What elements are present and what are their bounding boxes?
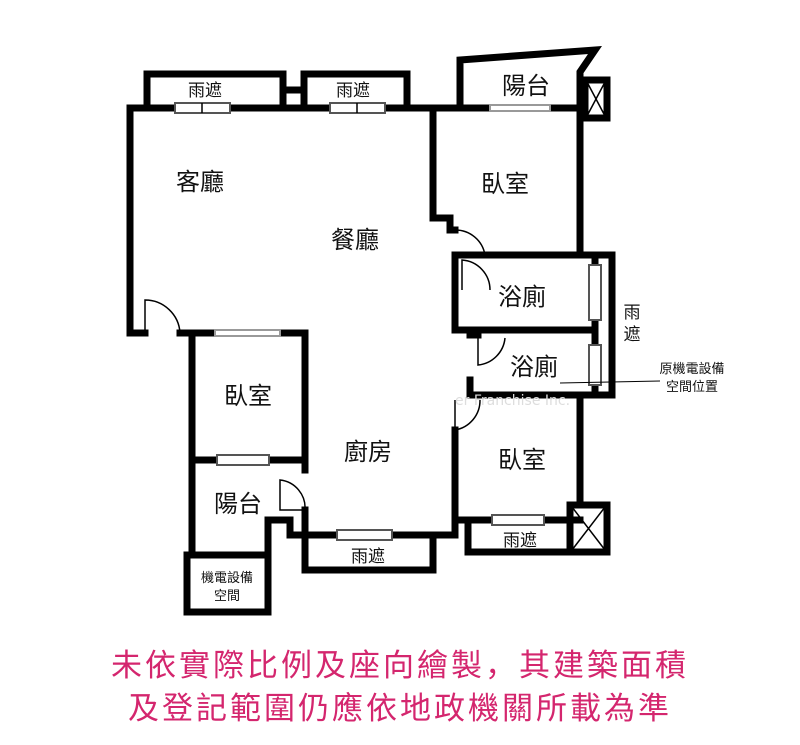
annotation-line2: 空間位置: [666, 380, 718, 395]
canopy-1: 雨遮: [188, 81, 222, 101]
room-bath-2: 浴廁: [510, 353, 558, 381]
canopy-kitchen: 雨遮: [351, 547, 385, 567]
mech-space-1: 機電設備: [201, 570, 253, 586]
doors: [144, 229, 506, 511]
floor-plan: er Franchise Inc. 客廳 餐廳 臥室 浴廁 浴廁 臥室 廚房 臥…: [126, 45, 725, 616]
canopy-2: 雨遮: [336, 81, 370, 101]
walls: [126, 45, 616, 616]
room-dining: 餐廳: [331, 226, 379, 254]
annotation-leader: [559, 380, 661, 384]
canopy-se: 雨遮: [503, 531, 537, 551]
room-living: 客廳: [176, 168, 224, 196]
canopy-east-2: 遮: [624, 325, 641, 345]
room-bedroom-ne: 臥室: [481, 170, 529, 198]
canopy-east-1: 雨: [624, 303, 641, 323]
room-kitchen: 廚房: [344, 438, 392, 466]
room-balcony-n: 陽台: [502, 72, 550, 100]
annotation-line1: 原機電設備: [659, 361, 724, 377]
disclaimer-line2: 及登記範圍仍應依地政機關所載為準: [128, 691, 672, 727]
watermark: er Franchise Inc.: [455, 393, 570, 409]
disclaimer-line1: 未依實際比例及座向繪製，其建築面積: [111, 648, 689, 684]
room-bedroom-w: 臥室: [224, 382, 272, 410]
mech-space-2: 空間: [214, 589, 240, 604]
windows: [174, 81, 606, 551]
room-balcony-sw: 陽台: [214, 490, 262, 518]
room-bedroom-se: 臥室: [498, 446, 546, 474]
room-bath-1: 浴廁: [498, 283, 546, 311]
